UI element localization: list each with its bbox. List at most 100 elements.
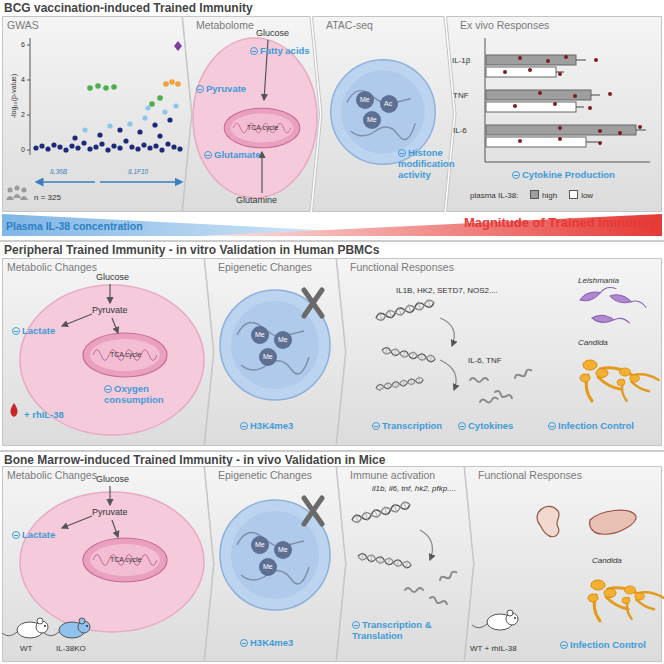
panel-heading: ATAC-seq bbox=[326, 19, 373, 31]
legend-text: high bbox=[542, 191, 557, 200]
label-text: -log₁₀(p-value) bbox=[10, 74, 17, 119]
minus-bar bbox=[550, 426, 554, 427]
label-text: Lactate bbox=[22, 325, 55, 336]
text-label: + rhIL-38 bbox=[24, 410, 64, 421]
label-text: IL-38KO bbox=[56, 644, 86, 653]
label-text: IL-6 bbox=[453, 126, 467, 135]
minus-bar bbox=[206, 155, 210, 156]
stage-chevron: ATAC-seq bbox=[312, 16, 454, 212]
label-text: Lactate bbox=[22, 529, 55, 540]
candida bbox=[580, 360, 659, 401]
label-text: Infection Control bbox=[558, 420, 634, 431]
minus-icon bbox=[250, 47, 258, 55]
label-text: Glucose bbox=[96, 272, 129, 282]
legend-swatch bbox=[530, 190, 539, 199]
stage-chevron: Metabolic Changes bbox=[2, 466, 214, 662]
decrease-label: Histone modification activity bbox=[398, 148, 456, 181]
minus-icon bbox=[548, 422, 556, 430]
panel-heading: GWAS bbox=[7, 19, 39, 31]
text-label: Candida bbox=[592, 556, 622, 565]
minus-icon bbox=[352, 621, 360, 629]
nucleus bbox=[220, 498, 330, 610]
text-label: Me bbox=[263, 563, 273, 571]
minus-icon bbox=[560, 641, 568, 649]
text-label: IL-38KO bbox=[56, 644, 86, 653]
minus-icon bbox=[512, 171, 520, 179]
cohort-icon bbox=[6, 186, 28, 201]
minus-icon bbox=[240, 422, 248, 430]
manhattan-plot bbox=[27, 38, 183, 182]
decrease-label: Transcription & Translation bbox=[352, 620, 462, 642]
section-band: BCG vaccination-induced Trained Immunity… bbox=[0, 0, 664, 240]
gradient-label: Plasma IL-38 concentration bbox=[6, 220, 143, 232]
stage-chevron: Functional Responses bbox=[464, 466, 662, 662]
chevron-shape bbox=[312, 16, 454, 212]
text-label: Ac bbox=[384, 100, 392, 108]
label-text: Glutamate bbox=[214, 149, 260, 160]
minus-bar bbox=[514, 175, 518, 176]
legend-swatch bbox=[569, 190, 578, 199]
decrease-label: Cytokine Production bbox=[512, 170, 615, 181]
minus-bar bbox=[242, 426, 246, 427]
label-text: H3K4me3 bbox=[250, 420, 293, 431]
label-text: 2 bbox=[21, 111, 25, 118]
text-label: 4 bbox=[21, 76, 25, 84]
label-text: 4 bbox=[21, 76, 25, 83]
label-text: Infection Control bbox=[570, 639, 646, 650]
label-text: IL36B bbox=[50, 168, 67, 175]
text-label: TCA cycle bbox=[110, 351, 142, 359]
text-label: WT bbox=[20, 644, 32, 653]
label-text: TCA cycle bbox=[110, 351, 142, 358]
decrease-label: Lactate bbox=[12, 530, 55, 541]
chevron-shape bbox=[464, 466, 662, 662]
minus-icon bbox=[458, 422, 466, 430]
organs bbox=[537, 506, 636, 536]
label-text: WT bbox=[20, 644, 32, 653]
text-label: n = 325 bbox=[34, 193, 61, 202]
text-label: Me bbox=[278, 546, 288, 554]
decrease-label: Glutamate bbox=[204, 150, 260, 161]
chevron-shape bbox=[2, 466, 214, 662]
label-text: Transcription & Translation bbox=[352, 619, 432, 641]
minus-icon bbox=[398, 149, 406, 157]
text-label: TNF bbox=[453, 91, 469, 100]
text-label: TCA cycle bbox=[110, 556, 142, 564]
bar-chart bbox=[485, 38, 650, 162]
panel-heading: Metabolic Changes bbox=[7, 261, 97, 273]
text-label: Me bbox=[360, 96, 370, 104]
dna-helix bbox=[351, 500, 457, 606]
decrease-label: Infection Control bbox=[548, 421, 634, 432]
text-label: Me bbox=[255, 331, 265, 339]
label-text: Ac bbox=[384, 100, 392, 107]
decrease-label: Infection Control bbox=[560, 640, 646, 651]
cytokines bbox=[470, 369, 532, 404]
label-text: Glucose bbox=[256, 28, 289, 38]
label-text: TCA cycle bbox=[247, 124, 279, 131]
minus-icon bbox=[240, 639, 248, 647]
decrease-label: Transcription bbox=[372, 421, 442, 432]
label-text: Me bbox=[255, 541, 265, 548]
decrease-label: Fatty acids bbox=[250, 46, 310, 57]
chevron-shape bbox=[204, 466, 346, 662]
mouse bbox=[2, 618, 90, 638]
text-label: Me bbox=[367, 116, 377, 124]
label-text: Me bbox=[255, 331, 265, 338]
minus-bar bbox=[562, 645, 566, 646]
minus-bar bbox=[374, 426, 378, 427]
text-label: Pyruvate bbox=[92, 507, 128, 517]
panel-heading: Ex vivo Responses bbox=[460, 19, 549, 31]
label-text: 6 bbox=[21, 41, 25, 48]
label-text: Transcription bbox=[382, 420, 442, 431]
text-label: Me bbox=[278, 336, 288, 344]
label-text: Me bbox=[360, 96, 370, 103]
dna-helix bbox=[375, 298, 456, 392]
label-text: Candida bbox=[592, 556, 622, 565]
candida bbox=[588, 580, 664, 621]
label-text: IL1F10 bbox=[128, 168, 148, 175]
text-label: Glutamine bbox=[236, 195, 277, 205]
band-title: Bone Marrow-induced Trained Immunity - i… bbox=[4, 453, 385, 467]
label-text: Me bbox=[278, 336, 288, 343]
label-text: Pyruvate bbox=[206, 83, 246, 94]
stage-chevron: Epigenetic Changes bbox=[204, 466, 346, 662]
decrease-label: Cytokines bbox=[458, 421, 513, 432]
